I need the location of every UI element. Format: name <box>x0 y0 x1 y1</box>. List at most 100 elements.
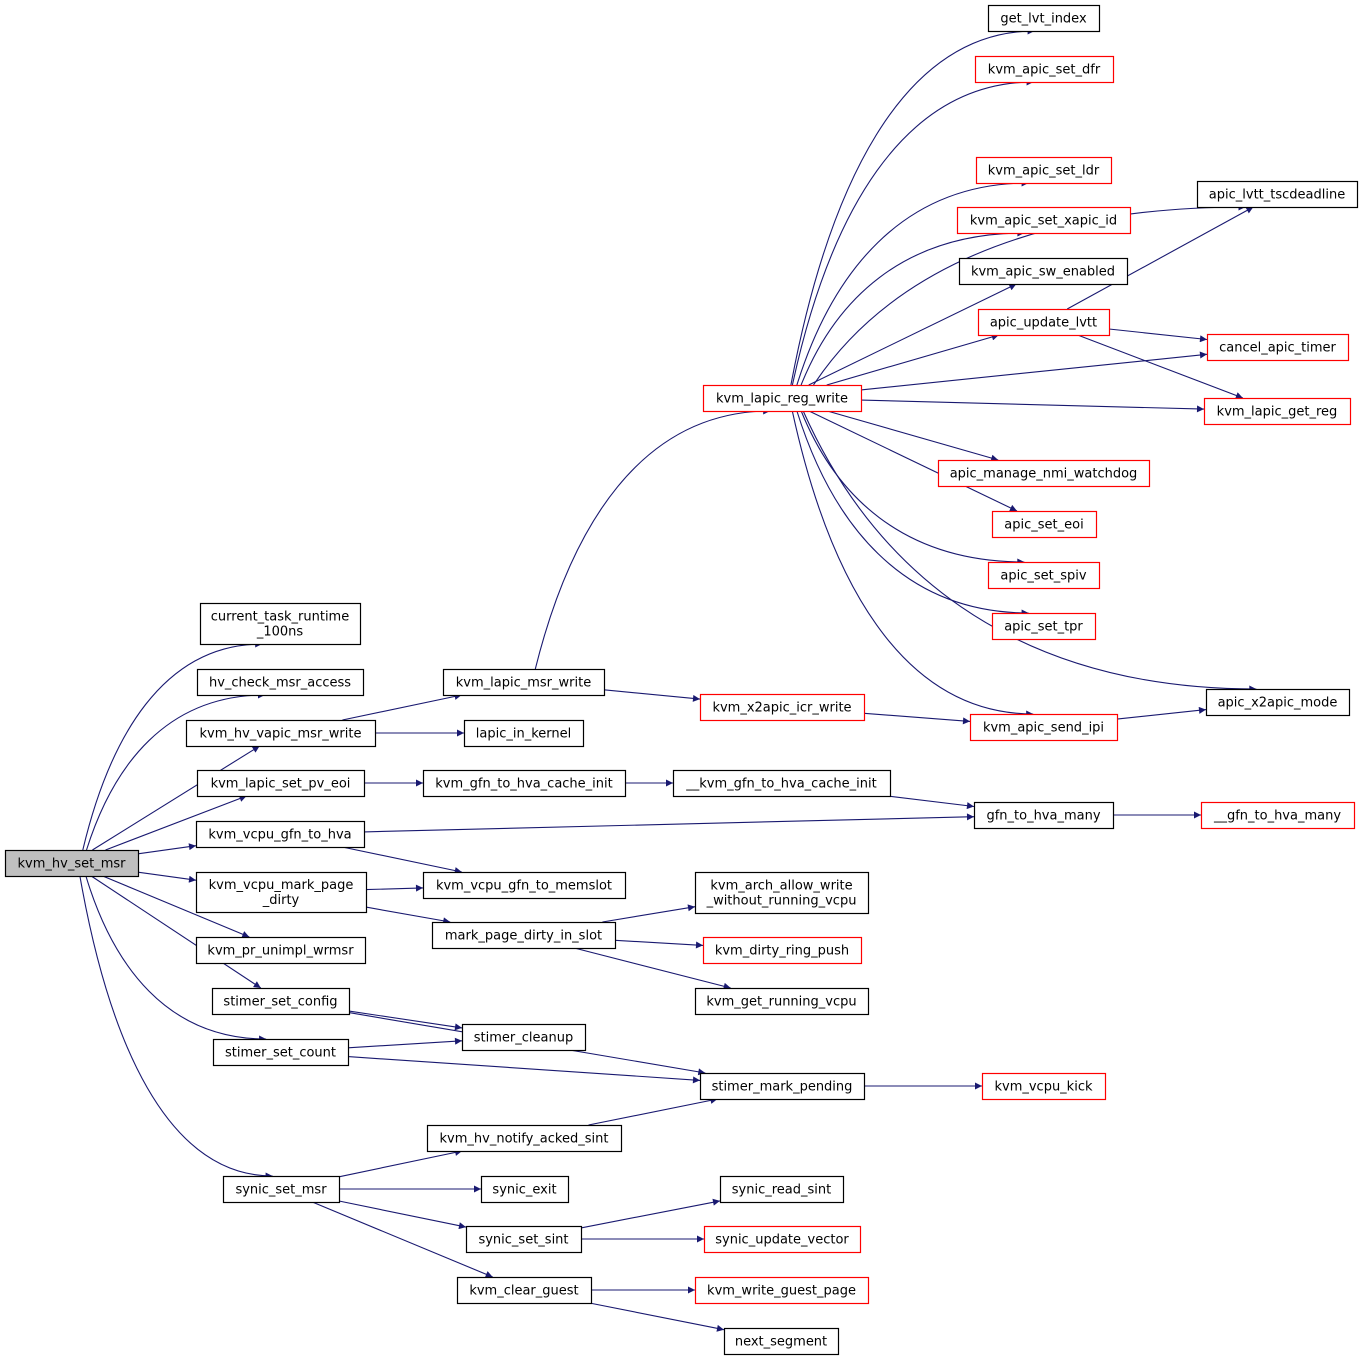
edge-kvm_hv_set_msr-to-kvm_hv_vapic_msr_write <box>92 745 260 851</box>
node-label: apic_update_lvtt <box>990 316 1097 331</box>
node-kvm-get-running-vcpu[interactable]: kvm_get_running_vcpu <box>694 987 870 1016</box>
node-label: lapic_in_kernel <box>476 727 571 742</box>
node-label: kvm_write_guest_page <box>707 1284 856 1299</box>
node-kvm-dirty-ring-push[interactable]: kvm_dirty_ring_push <box>702 936 863 965</box>
node-apic-manage-nmi-watchdog[interactable]: apic_manage_nmi_watchdog <box>937 459 1151 488</box>
node-kvm-hv-notify-acked-sint[interactable]: kvm_hv_notify_acked_sint <box>426 1124 623 1153</box>
node-apic-set-eoi[interactable]: apic_set_eoi <box>991 510 1098 539</box>
node-kvm-clear-guest[interactable]: kvm_clear_guest <box>456 1276 593 1305</box>
edge-kvm_hv_set_msr-to-synic_set_msr <box>79 875 273 1180</box>
node---gfn-to-hva-many[interactable]: __gfn_to_hva_many <box>1200 801 1356 830</box>
node-box <box>937 459 1151 488</box>
node-synic-set-sint[interactable]: synic_set_sint <box>465 1225 583 1254</box>
node-mark-page-dirty-in-slot[interactable]: mark_page_dirty_in_slot <box>431 921 617 950</box>
node-kvm-vcpu-gfn-to-memslot[interactable]: kvm_vcpu_gfn_to_memslot <box>422 871 627 900</box>
node-box <box>699 1072 866 1101</box>
node-gfn-to-hva-many[interactable]: gfn_to_hva_many <box>973 801 1115 830</box>
node-apic-x2apic-mode[interactable]: apic_x2apic_mode <box>1205 688 1351 717</box>
node-synic-set-msr[interactable]: synic_set_msr <box>222 1175 341 1204</box>
node-stimer-mark-pending[interactable]: stimer_mark_pending <box>699 1072 866 1101</box>
edge-kvm_hv_set_msr-to-stimer_set_config <box>90 875 262 989</box>
node-box <box>977 308 1111 337</box>
edge-stimer_set_count-to-stimer_mark_pending <box>347 1056 701 1084</box>
node-box <box>694 871 870 915</box>
node-box <box>987 561 1101 590</box>
node-synic-read-sint[interactable]: synic_read_sint <box>719 1175 845 1204</box>
node-kvm-vcpu-gfn-to-hva[interactable]: kvm_vcpu_gfn_to_hva <box>195 820 366 849</box>
node-kvm-apic-send-ipi[interactable]: kvm_apic_send_ipi <box>969 713 1119 742</box>
edge-kvm_lapic_reg_write-to-apic_set_tpr <box>796 410 1029 617</box>
node-label: stimer_mark_pending <box>712 1080 853 1095</box>
node-kvm-apic-set-xapic-id[interactable]: kvm_apic_set_xapic_id <box>956 206 1132 235</box>
node-current-task-runtime-100ns[interactable]: current_task_runtime_100ns <box>199 602 362 646</box>
node-label: kvm_get_running_vcpu <box>706 995 856 1010</box>
node-box <box>463 719 585 748</box>
node-kvm-lapic-reg-write[interactable]: kvm_lapic_reg_write <box>702 384 863 413</box>
node-box <box>987 4 1101 33</box>
node-hv-check-msr-access[interactable]: hv_check_msr_access <box>196 668 365 697</box>
node-label: gfn_to_hva_many <box>986 809 1100 824</box>
node-kvm-pr-unimpl-wrmsr[interactable]: kvm_pr_unimpl_wrmsr <box>195 936 367 965</box>
node-label: synic_exit <box>492 1183 556 1198</box>
node-kvm-lapic-msr-write[interactable]: kvm_lapic_msr_write <box>442 668 606 697</box>
node-box <box>456 1276 593 1305</box>
node-box <box>1205 688 1351 717</box>
node-kvm-arch-allow-write-without-running-vcpu[interactable]: kvm_arch_allow_write_without_running_vcp… <box>694 871 870 915</box>
node-label: kvm_dirty_ring_push <box>715 944 849 959</box>
node-box <box>211 987 351 1016</box>
edge-kvm_lapic_reg_write-to-cancel_apic_timer <box>860 351 1208 391</box>
edge-apic_update_lvtt-to-apic_lvtt_tscdeadline <box>1066 206 1254 310</box>
node-label: kvm_lapic_msr_write <box>456 676 591 691</box>
node-label: apic_x2apic_mode <box>1218 696 1338 711</box>
node-box <box>1206 333 1350 362</box>
node-kvm-vcpu-kick[interactable]: kvm_vcpu_kick <box>981 1072 1107 1101</box>
edge-mark_page_dirty_in_slot-to-kvm_dirty_ring_push <box>614 939 704 949</box>
node-box <box>694 1276 870 1305</box>
node-label: stimer_cleanup <box>474 1031 573 1046</box>
node-kvm-vcpu-mark-page-dirty[interactable]: kvm_vcpu_mark_page_dirty <box>195 871 368 914</box>
node-synic-update-vector[interactable]: synic_update_vector <box>703 1225 862 1254</box>
node-synic-exit[interactable]: synic_exit <box>480 1175 570 1204</box>
node-label: kvm_apic_set_xapic_id <box>970 214 1117 229</box>
node-apic-set-tpr[interactable]: apic_set_tpr <box>991 612 1097 641</box>
edge-__kvm_gfn_to_hva_cache_init-to-gfn_to_hva_many <box>887 795 975 810</box>
node-box <box>703 1225 862 1254</box>
edge-kvm_hv_set_msr-to-kvm_pr_unimpl_wrmsr <box>102 875 250 938</box>
node-kvm-gfn-to-hva-cache-init[interactable]: kvm_gfn_to_hva_cache_init <box>422 769 627 798</box>
node-kvm-write-guest-page[interactable]: kvm_write_guest_page <box>694 1276 870 1305</box>
node-label: kvm_vcpu_gfn_to_hva <box>208 828 351 843</box>
node-get-lvt-index[interactable]: get_lvt_index <box>987 4 1101 33</box>
node-kvm-x2apic-icr-write[interactable]: kvm_x2apic_icr_write <box>699 693 866 722</box>
node-box <box>195 820 366 849</box>
node-kvm-lapic-get-reg[interactable]: kvm_lapic_get_reg <box>1203 397 1352 426</box>
node-lapic-in-kernel[interactable]: lapic_in_kernel <box>463 719 585 748</box>
edge-synic_set_msr-to-kvm_hv_notify_acked_sint <box>338 1149 463 1178</box>
node-kvm-hv-vapic-msr-write[interactable]: kvm_hv_vapic_msr_write <box>185 719 377 748</box>
node-label: synic_update_vector <box>715 1233 849 1248</box>
node---kvm-gfn-to-hva-cache-init[interactable]: __kvm_gfn_to_hva_cache_init <box>672 769 892 798</box>
node-box <box>974 55 1115 84</box>
node-stimer-set-config[interactable]: stimer_set_config <box>211 987 351 1016</box>
node-box <box>422 769 627 798</box>
node-stimer-cleanup[interactable]: stimer_cleanup <box>461 1023 587 1052</box>
node-cancel-apic-timer[interactable]: cancel_apic_timer <box>1206 333 1350 362</box>
node-box <box>195 936 367 965</box>
node-box <box>195 871 368 914</box>
node-apic-set-spiv[interactable]: apic_set_spiv <box>987 561 1101 590</box>
edge-kvm_lapic_reg_write-to-kvm_lapic_get_reg <box>860 399 1205 413</box>
node-kvm-apic-set-dfr[interactable]: kvm_apic_set_dfr <box>974 55 1115 84</box>
node-kvm-apic-set-ldr[interactable]: kvm_apic_set_ldr <box>975 156 1113 185</box>
node-stimer-set-count[interactable]: stimer_set_count <box>212 1038 350 1067</box>
edge-kvm_lapic_reg_write-to-get_lvt_index <box>790 27 1035 386</box>
node-box <box>199 602 362 646</box>
node-label: synic_set_sint <box>478 1233 568 1248</box>
node-next-segment[interactable]: next_segment <box>723 1327 840 1356</box>
edge-kvm_lapic_reg_write-to-kvm_apic_send_ipi <box>791 410 1034 718</box>
node-apic-update-lvtt[interactable]: apic_update_lvtt <box>977 308 1111 337</box>
node-apic-lvtt-tscdeadline[interactable]: apic_lvtt_tscdeadline <box>1196 180 1359 209</box>
edge-kvm_hv_set_msr-to-kvm_vcpu_mark_page_dirty <box>137 871 197 883</box>
node-kvm-lapic-set-pv-eoi[interactable]: kvm_lapic_set_pv_eoi <box>196 769 366 798</box>
edge-kvm_hv_set_msr-to-kvm_lapic_set_pv_eoi <box>105 795 247 851</box>
edges-layer <box>79 27 1257 1332</box>
node-kvm-apic-sw-enabled[interactable]: kvm_apic_sw_enabled <box>958 257 1129 286</box>
